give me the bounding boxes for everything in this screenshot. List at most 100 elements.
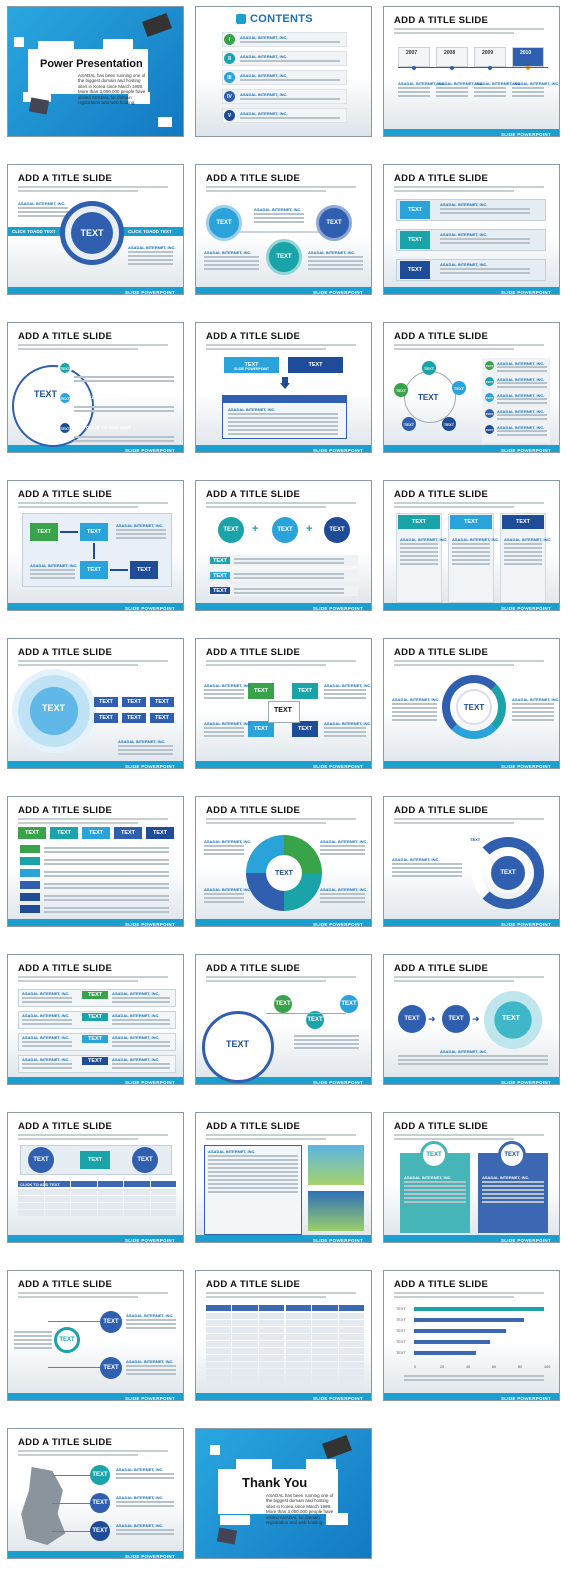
click-label: CLICK TOADD TEXT [128,229,172,234]
subtitle-line [206,190,326,192]
text-box: TEXT [94,697,118,707]
body-text-line [474,87,506,89]
text-circle: TEXT [422,361,436,375]
company-label: ASADAL INTERNET, INC. [240,92,288,97]
subtitle-line [206,1296,326,1298]
body-text-line [482,1197,544,1199]
text-circle: TEXT [58,361,72,375]
body-text-line [240,79,340,81]
company-label: ASADAL INTERNET, INC. [452,537,500,542]
subtitle-line [394,818,544,820]
slide-title: ADD A TITLE SLIDE [18,963,113,974]
connector [48,1321,108,1322]
footer-label: SLIDE POWERPOINT [312,1238,363,1243]
subtitle-line [394,822,514,824]
body-text-line [44,887,169,889]
body-text-line [392,867,462,869]
slide-footer: SLIDE POWERPOINT [384,1393,559,1400]
text-box: TEXT [288,357,343,373]
slide-footer: SLIDE POWERPOINT [384,603,559,610]
chart-bar [414,1329,506,1333]
text-box: TEXT [80,1151,110,1169]
body-text-line [324,731,366,733]
subtitle-line [394,506,514,508]
text-box: TEXT [224,357,279,373]
body-text-line [240,117,340,119]
body-text-line [14,1331,52,1333]
table-cell [286,1320,312,1326]
footer-label: SLIDE POWERPOINT [500,606,551,611]
company-label: ASADAL INTERNET, INC. [254,207,302,212]
text-box: TEXT [94,713,118,723]
body-text-line [234,577,344,579]
body-text-line [22,1023,72,1025]
ring-label: TEXT [470,837,481,842]
text-box: TEXT [248,721,274,737]
text-box: TEXT [398,515,440,529]
body-text-line [116,1533,174,1535]
body-text-line [116,529,166,531]
body-text-line [482,1193,544,1195]
text-box: TEXT [210,587,230,594]
body-text-line [440,208,530,210]
head-cell [124,1181,150,1187]
head-cell [71,1181,97,1187]
body-text-line [308,256,363,258]
big-text: TEXT [502,1015,520,1022]
timeline-axis [398,67,548,68]
body-text-line [398,87,430,89]
body-text-line [116,533,166,535]
table-cell [338,1369,364,1375]
body-text-line [512,719,554,721]
company-label: ASADAL INTERNET, INC. [400,537,448,542]
subtitle-line [394,28,544,30]
text-circle: TEXT [274,995,292,1013]
axis-tick: 20 [440,1365,445,1369]
body-text-line [440,272,530,274]
click-label: CLICK TO ADD TEXT [86,425,131,430]
slide-title: ADD A TITLE SLIDE [206,489,301,500]
puzzle-piece [128,92,150,104]
text-box [20,905,40,913]
table-cell [286,1376,312,1382]
text-circle: TEXT [272,517,298,543]
slide-title: ADD A TITLE SLIDE [18,1437,113,1448]
body-text-line [482,1185,544,1187]
body-text-line [504,543,542,545]
connector [231,231,341,233]
table-cell [124,1203,150,1209]
slide-title: ADD A TITLE SLIDE [18,173,113,184]
text-box: TEXT [400,261,430,279]
body-text-line [74,376,174,378]
text-box: TEXT [400,231,430,249]
